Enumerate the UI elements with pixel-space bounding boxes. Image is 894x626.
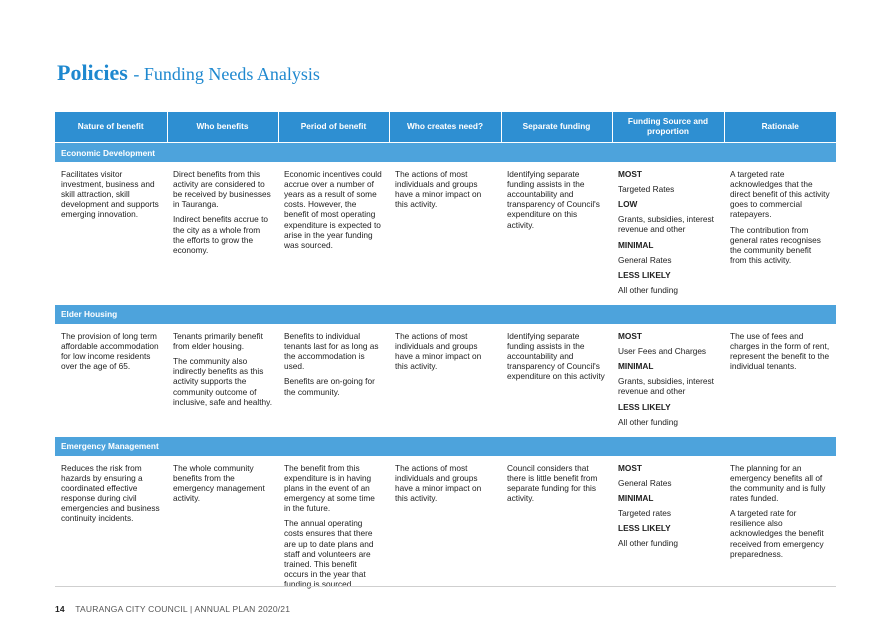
cell-who-creates-need: The actions of most individuals and grou… — [389, 162, 501, 304]
cell-paragraph: The actions of most individuals and grou… — [395, 169, 482, 210]
cell-paragraph: The actions of most individuals and grou… — [395, 462, 482, 504]
cell-paragraph: Direct benefits from this activity are c… — [173, 169, 271, 210]
cell-nature-of-benefit: Reduces the risk from hazards by ensurin… — [55, 456, 167, 598]
section-row: Emergency Management — [55, 435, 836, 456]
funding-source-item: Targeted Rates — [618, 184, 675, 195]
table-row: Reduces the risk from hazards by ensurin… — [55, 456, 836, 598]
cell-paragraph: A targeted rate acknowledges that the di… — [730, 169, 830, 220]
header-nature-of-benefit: Nature of benefit — [55, 112, 168, 143]
cell-who-creates-need: The actions of most individuals and grou… — [389, 456, 501, 598]
footer-divider — [55, 586, 836, 587]
section-row: Economic Development — [55, 142, 836, 162]
cell-paragraph: Identifying separate funding assists in … — [507, 169, 600, 230]
cell-separate-funding: Identifying separate funding assists in … — [501, 324, 612, 436]
cell-paragraph: The planning for an emergency benefits a… — [730, 462, 826, 504]
funding-level: MINIMAL — [618, 492, 654, 503]
funding-source-item: User Fees and Charges — [618, 346, 707, 357]
funding-source-item: All other funding — [618, 416, 678, 427]
header-who-benefits: Who benefits — [167, 112, 279, 143]
cell-paragraph: The whole community benefits from the em… — [173, 462, 265, 504]
cell-paragraph: The actions of most individuals and grou… — [395, 330, 482, 372]
funding-needs-table: Nature of benefit Who benefits Period of… — [55, 112, 836, 598]
funding-source-item: All other funding — [618, 538, 678, 549]
cell-paragraph: A targeted rate for resilience also ackn… — [730, 508, 824, 559]
funding-source-item: Grants, subsidies, interest revenue and … — [618, 214, 714, 235]
cell-paragraph: The contribution from general rates reco… — [730, 224, 821, 265]
funding-level: MINIMAL — [618, 239, 654, 250]
cell-separate-funding: Council considers that there is little b… — [501, 456, 612, 598]
cell-who-benefits: The whole community benefits from the em… — [167, 456, 278, 598]
page-title-subtitle: - Funding Needs Analysis — [133, 64, 320, 84]
section-title: Elder Housing — [55, 303, 836, 324]
page-number: 14 — [55, 604, 65, 614]
table-row: Facilitates visitor investment, business… — [55, 162, 836, 304]
funding-level: MOST — [618, 169, 642, 179]
funding-source-item: Grants, subsidies, interest revenue and … — [618, 376, 714, 397]
page-title: Policies - Funding Needs Analysis — [57, 60, 320, 86]
funding-level: LOW — [618, 199, 638, 210]
funding-level: MOST — [618, 330, 642, 341]
cell-nature-of-benefit: The provision of long term affordable ac… — [55, 324, 167, 436]
funding-source-item: General Rates — [618, 477, 672, 488]
cell-paragraph: Economic incentives could accrue over a … — [284, 169, 382, 250]
header-rationale: Rationale — [724, 112, 836, 143]
table-row: The provision of long term affordable ac… — [55, 324, 836, 436]
cell-rationale: The planning for an emergency benefits a… — [724, 456, 836, 598]
funding-level: LESS LIKELY — [618, 401, 671, 412]
cell-who-benefits: Direct benefits from this activity are c… — [167, 162, 278, 304]
cell-paragraph: The provision of long term affordable ac… — [61, 330, 159, 372]
funding-level: LESS LIKELY — [618, 523, 671, 534]
cell-who-benefits: Tenants primarily benefit from elder hou… — [167, 324, 278, 436]
cell-paragraph: Indirect benefits accrue to the city as … — [173, 214, 269, 255]
cell-separate-funding: Identifying separate funding assists in … — [501, 162, 612, 304]
cell-paragraph: Reduces the risk from hazards by ensurin… — [61, 462, 160, 524]
cell-rationale: The use of fees and charges in the form … — [724, 324, 836, 436]
cell-paragraph: Council considers that there is little b… — [507, 462, 598, 504]
funding-source-item: All other funding — [618, 284, 678, 295]
cell-period-of-benefit: Economic incentives could accrue over a … — [278, 162, 389, 304]
cell-who-creates-need: The actions of most individuals and grou… — [389, 324, 501, 436]
cell-paragraph: The use of fees and charges in the form … — [730, 330, 830, 372]
cell-paragraph: Facilitates visitor investment, business… — [61, 169, 159, 220]
page-title-bold: Policies — [57, 60, 128, 85]
cell-period-of-benefit: The benefit from this expenditure is in … — [278, 456, 389, 598]
funding-level: MINIMAL — [618, 361, 654, 372]
cell-paragraph: Identifying separate funding assists in … — [507, 330, 605, 382]
funding-source-item: Targeted rates — [618, 508, 672, 519]
table-header-row: Nature of benefit Who benefits Period of… — [55, 112, 836, 143]
section-row: Elder Housing — [55, 303, 836, 324]
funding-source-item: General Rates — [618, 254, 672, 265]
cell-paragraph: The community also indirectly benefits a… — [173, 356, 273, 407]
funding-level: LESS LIKELY — [618, 269, 671, 280]
header-who-creates-need: Who creates need? — [389, 112, 502, 143]
cell-paragraph: Benefits are on-going for the community. — [284, 376, 375, 397]
cell-rationale: A targeted rate acknowledges that the di… — [724, 162, 836, 304]
cell-paragraph: The benefit from this expenditure is in … — [284, 462, 375, 514]
cell-paragraph: Benefits to individual tenants last for … — [284, 330, 379, 372]
cell-period-of-benefit: Benefits to individual tenants last for … — [278, 324, 389, 436]
footer-text: TAURANGA CITY COUNCIL | ANNUAL PLAN 2020… — [75, 604, 291, 614]
page-footer: 14 TAURANGA CITY COUNCIL | ANNUAL PLAN 2… — [55, 604, 290, 614]
section-title: Emergency Management — [55, 435, 836, 456]
header-funding-source: Funding Source and proportion — [612, 112, 725, 143]
section-title: Economic Development — [55, 142, 836, 162]
header-period-of-benefit: Period of benefit — [278, 112, 390, 143]
funding-level: MOST — [618, 462, 642, 473]
cell-paragraph: The annual operating costs ensures that … — [284, 518, 374, 589]
cell-nature-of-benefit: Facilitates visitor investment, business… — [55, 162, 167, 304]
cell-paragraph: Tenants primarily benefit from elder hou… — [173, 330, 263, 352]
header-separate-funding: Separate funding — [501, 112, 613, 143]
